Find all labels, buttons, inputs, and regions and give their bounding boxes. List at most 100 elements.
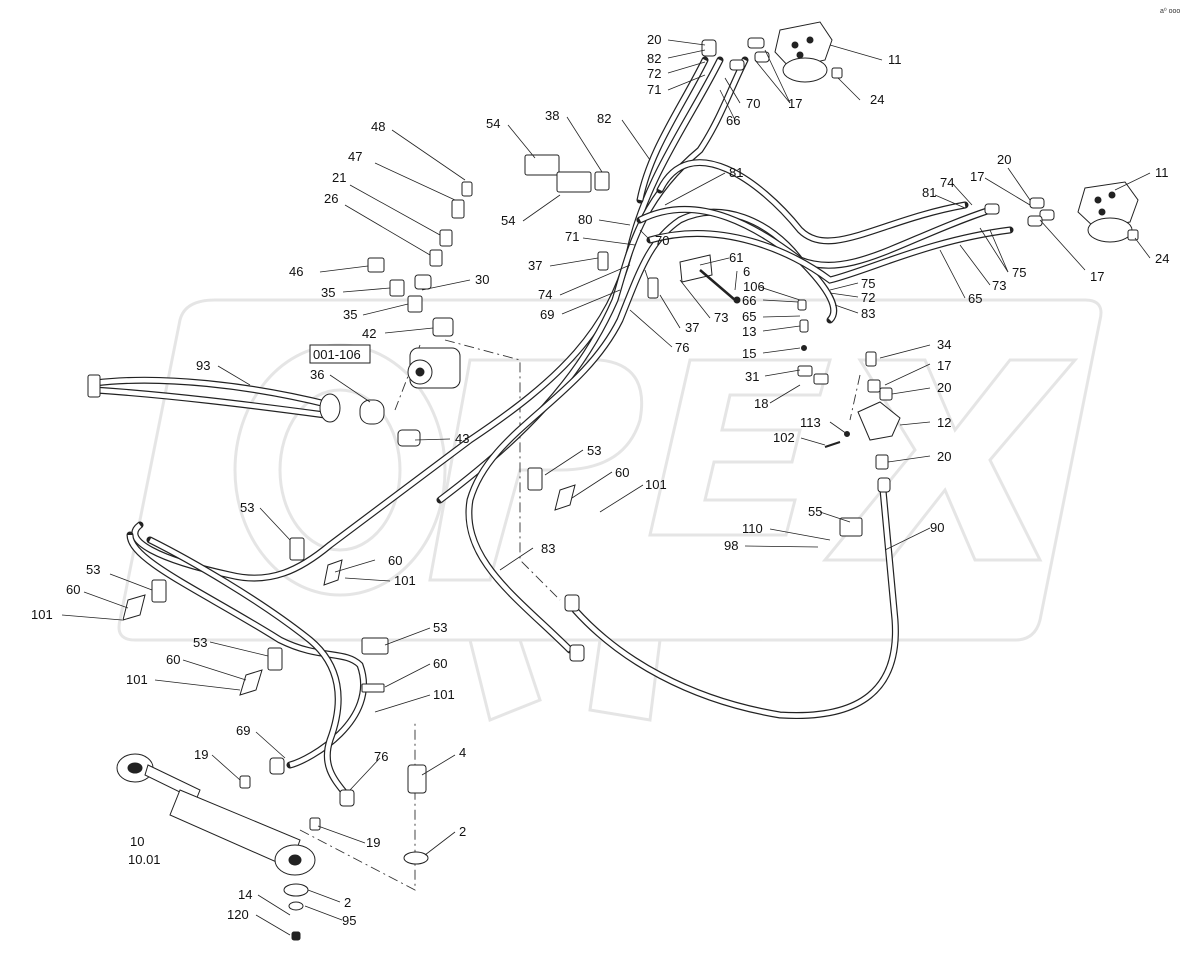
part-label: 47 [348,149,362,164]
part-label: 101 [433,687,455,702]
part-label: 71 [647,82,661,97]
part-label: 35 [343,307,357,322]
part-label: 6 [743,264,750,279]
part-label: 101 [126,672,148,687]
part-label: 24 [1155,251,1169,266]
part-label: 80 [578,212,592,227]
part-label: 60 [166,652,180,667]
part-label: 37 [528,258,542,273]
part-label: 001-106 [313,347,361,362]
part-label: 48 [371,119,385,134]
part-label: 81 [922,185,936,200]
part-label: 71 [565,229,579,244]
part-label: 75 [861,276,875,291]
part-label: 38 [545,108,559,123]
part-label: 66 [726,113,740,128]
part-label: 17 [788,96,802,111]
part-label: 53 [240,500,254,515]
part-label: 17 [937,358,951,373]
part-label: 98 [724,538,738,553]
part-label: 101 [31,607,53,622]
part-label: 74 [940,175,954,190]
part-label: 31 [745,369,759,384]
part-label: 83 [541,541,555,556]
part-label: 60 [66,582,80,597]
part-label: 2 [344,895,351,910]
part-label: 4 [459,745,466,760]
part-label: 35 [321,285,335,300]
part-label: 82 [647,51,661,66]
part-label: 93 [196,358,210,373]
part-label: 102 [773,430,795,445]
part-label: 24 [870,92,884,107]
part-label: 60 [388,553,402,568]
part-label: 74 [538,287,552,302]
part-label: 60 [433,656,447,671]
steering-unit-right [984,181,1139,243]
steering-unit-top [701,21,843,83]
clamps [122,154,863,696]
part-label: 82 [597,111,611,126]
part-label: 73 [714,310,728,325]
part-label: 106 [743,279,765,294]
watermark-logo [117,298,1103,723]
part-label: 101 [645,477,667,492]
part-label: 53 [193,635,207,650]
part-label: 20 [937,380,951,395]
part-label: 76 [374,749,388,764]
part-label: 43 [455,431,469,446]
part-label: 54 [501,213,515,228]
part-numbers: 20 82 72 71 70 17 11 24 66 48 47 21 26 4… [31,32,1169,928]
part-label: 14 [238,887,252,902]
part-label: 81 [729,165,743,180]
part-label: 15 [742,346,756,361]
part-label: 19 [366,835,380,850]
part-label: 69 [540,307,554,322]
part-label: 11 [888,52,902,67]
part-label: 10.01 [128,852,161,867]
part-label: 55 [808,504,822,519]
part-label: 17 [970,169,984,184]
steering-cylinder [116,477,891,941]
part-label: 36 [310,367,324,382]
part-label: 46 [289,264,303,279]
part-label: 120 [227,907,249,922]
part-label: 20 [997,152,1011,167]
corner-mark: a⁰ ooo [1160,7,1180,15]
part-label: 60 [615,465,629,480]
part-label: 75 [1012,265,1026,280]
part-label: 21 [332,170,346,185]
part-label: 10 [130,834,144,849]
pump-assembly-ref-box [309,344,371,364]
part-label: 37 [685,320,699,335]
part-label: 30 [475,272,489,287]
part-label: 17 [1090,269,1104,284]
hose-bundle [91,56,1014,804]
part-label: 72 [861,290,875,305]
part-label: 65 [742,309,756,324]
hydraulic-pump [87,347,461,447]
part-label: 13 [742,324,756,339]
part-label: 90 [930,520,944,535]
part-label: 34 [937,337,951,352]
part-label: 53 [587,443,601,458]
part-label: 53 [86,562,100,577]
part-label: 83 [861,306,875,321]
part-label: 11 [1155,165,1169,180]
part-label: 20 [937,449,951,464]
part-label: 95 [342,913,356,928]
part-label: 72 [647,66,661,81]
part-label: 70 [655,233,669,248]
part-label: 18 [754,396,768,411]
part-label: 2 [459,824,466,839]
part-label: 66 [742,293,756,308]
leader-lines [61,39,1151,936]
fitting-stack [367,181,473,337]
part-label: 26 [324,191,338,206]
part-label: 42 [362,326,376,341]
part-label: 65 [968,291,982,306]
part-label: 110 [742,521,763,536]
part-label: 20 [647,32,661,47]
part-label: 73 [992,278,1006,293]
